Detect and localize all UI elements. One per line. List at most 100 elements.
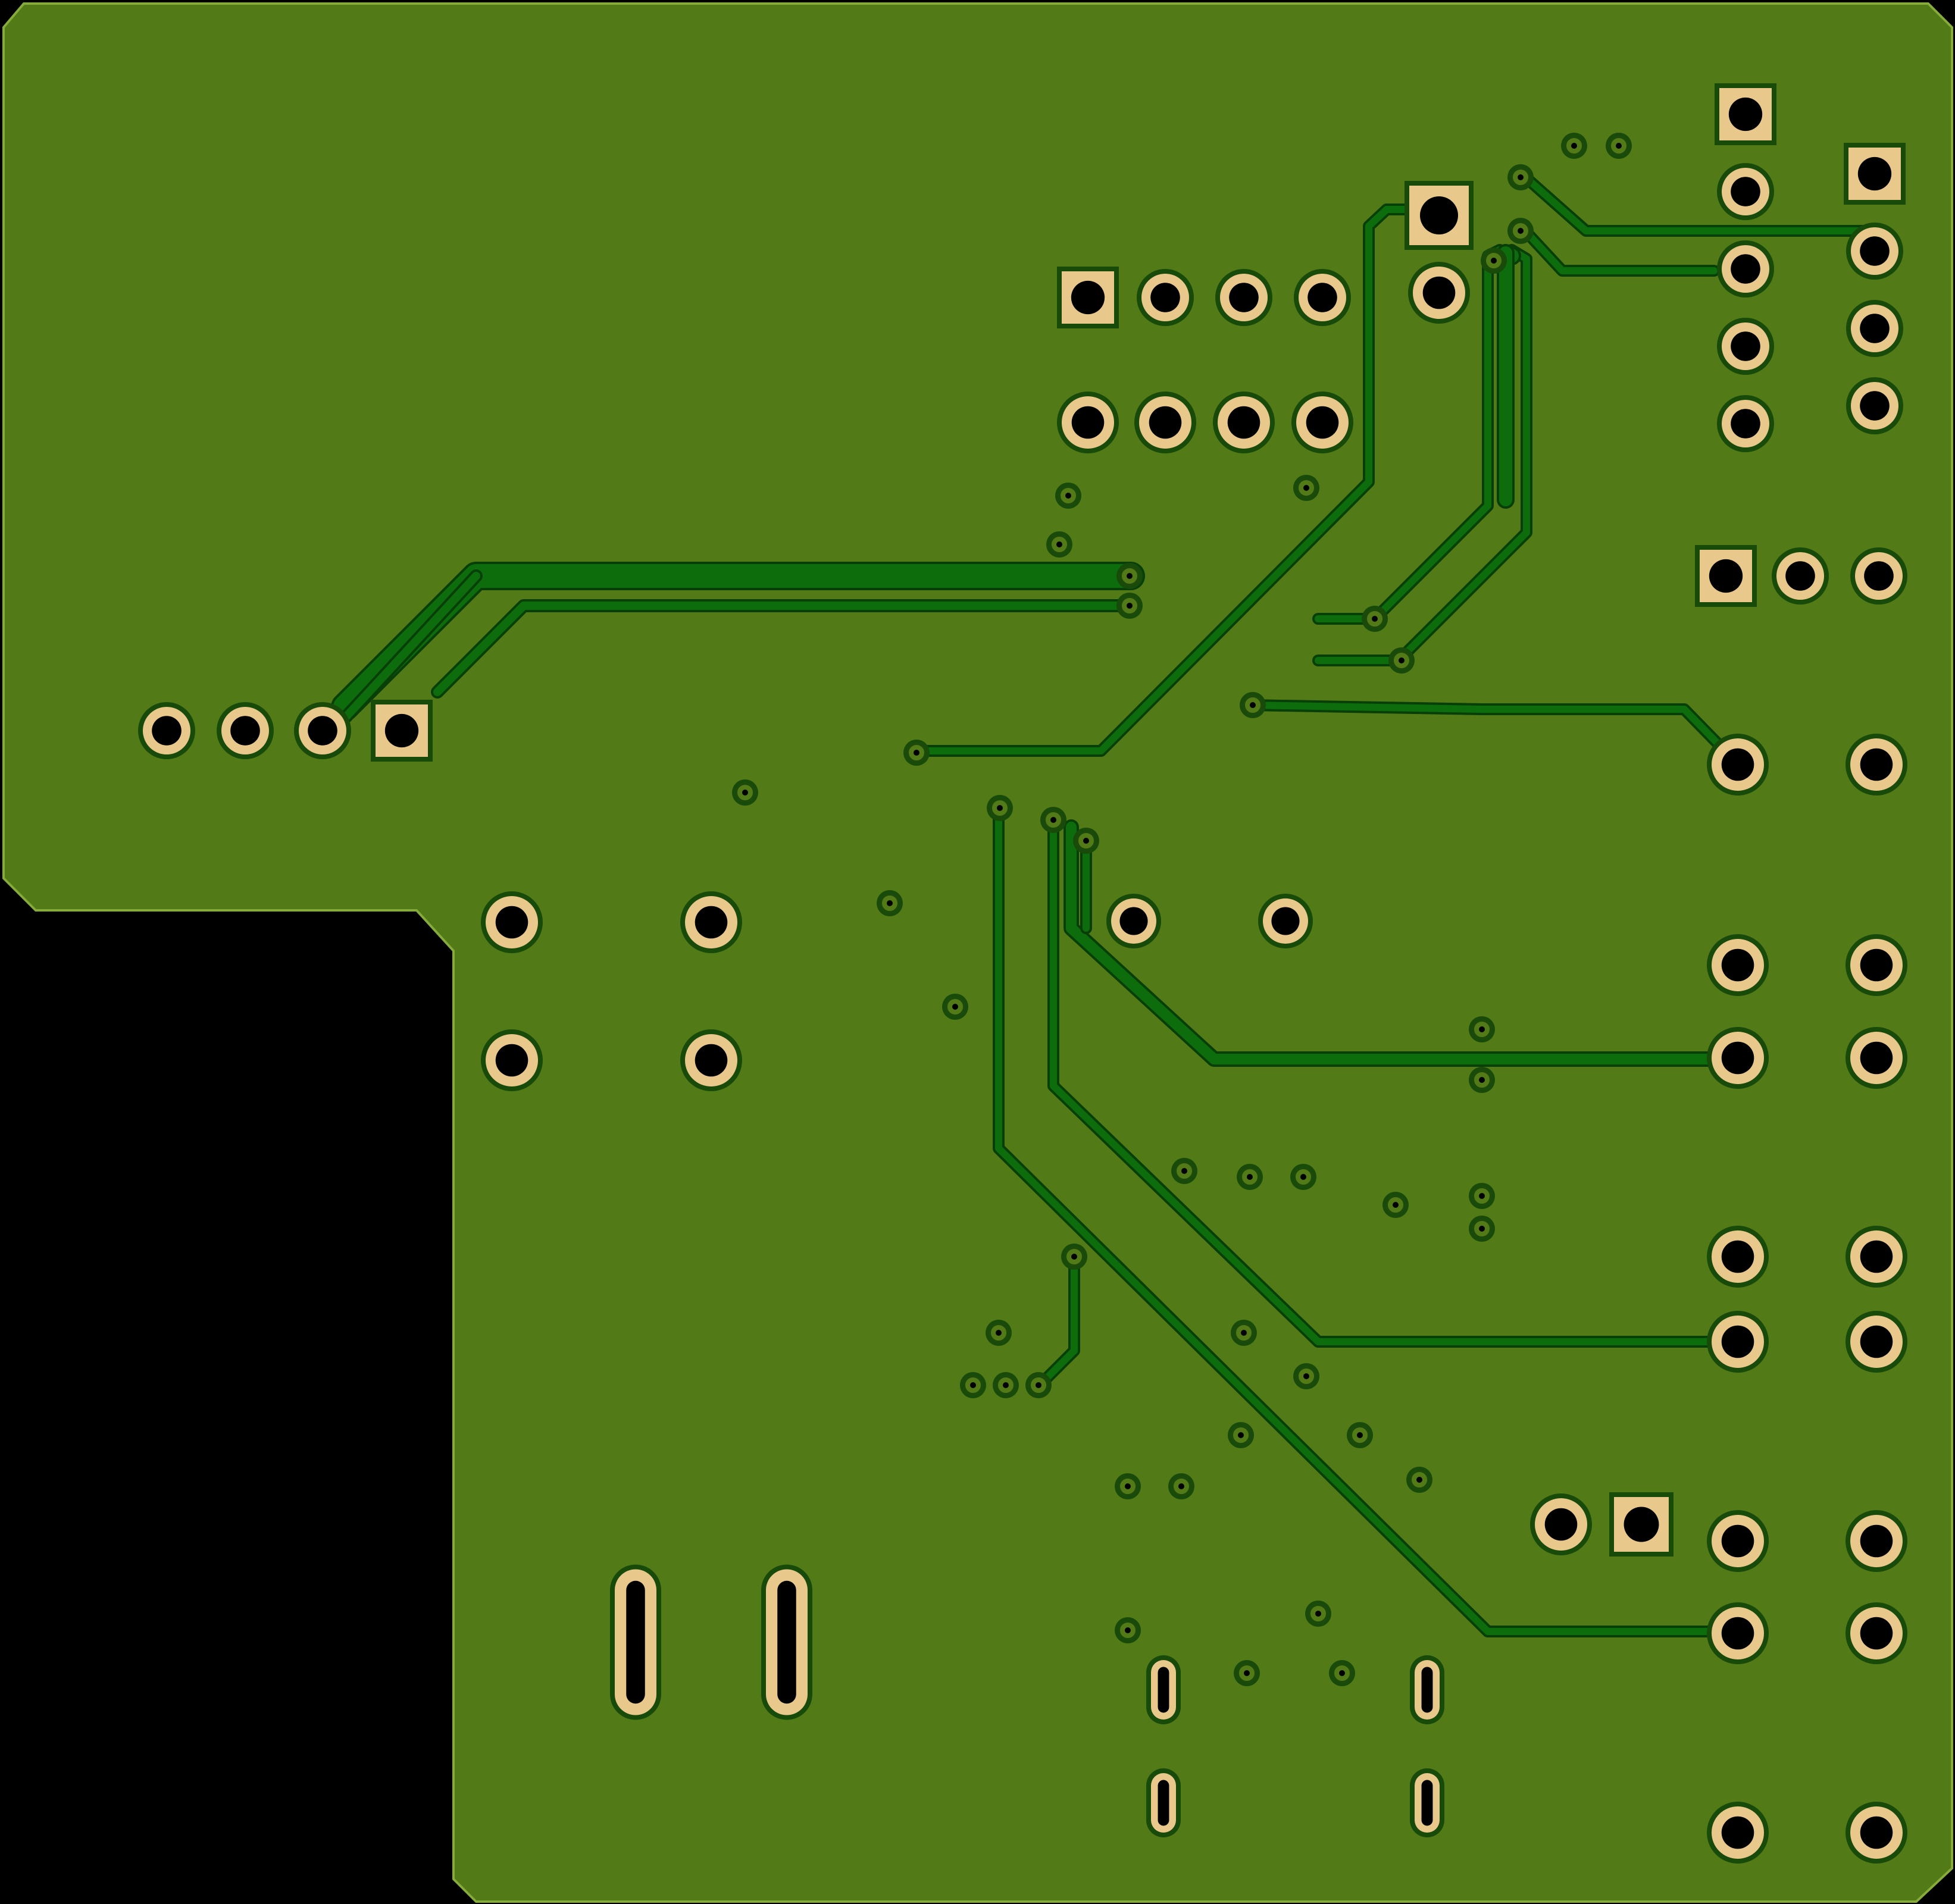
via-drill xyxy=(1479,1193,1485,1199)
via-drill xyxy=(996,1330,1002,1336)
pad-header-bottom-pin1-drill xyxy=(1624,1507,1659,1542)
trace-mid-diagonal xyxy=(1050,815,1740,1345)
via-drill xyxy=(1518,174,1524,180)
trace-lower-feed xyxy=(1035,1249,1078,1390)
pad-power-jack-slot-drill xyxy=(626,1580,645,1704)
pad-header-1x3-drill xyxy=(1785,561,1815,591)
trace-right-row1 xyxy=(1520,172,1872,234)
via-drill xyxy=(1250,702,1256,708)
pad-header-top-drill xyxy=(1229,283,1259,312)
pad-usb-slot-drill xyxy=(1421,1667,1433,1713)
pad-terminal-left-drill xyxy=(1721,1524,1754,1558)
via-drill xyxy=(1571,143,1577,149)
via-drill xyxy=(1399,657,1405,663)
via-drill xyxy=(997,805,1003,811)
pad-terminal-right-drill xyxy=(1860,1617,1893,1650)
via-drill xyxy=(1050,817,1056,823)
pad-header-top-drill xyxy=(1149,406,1182,439)
via-drill xyxy=(1127,603,1133,609)
via-drill xyxy=(1125,1483,1131,1489)
via-drill xyxy=(1518,228,1524,234)
pad-header-left-pin1-drill xyxy=(384,713,419,748)
via-drill xyxy=(1178,1483,1184,1489)
via-drill xyxy=(970,1382,976,1388)
pad-terminal-left-drill xyxy=(1721,748,1754,781)
pad-header-top-drill xyxy=(1150,283,1180,312)
pad-header-1x3-drill xyxy=(1864,561,1894,591)
via-drill xyxy=(1616,143,1622,149)
via-drill xyxy=(1247,1174,1253,1180)
pad-header-right-a-drill xyxy=(1731,254,1760,284)
via-drill xyxy=(1303,485,1309,491)
trace-long-diagonal xyxy=(995,804,1740,1635)
pads-layer xyxy=(138,83,1907,1864)
pad-header-right-b-drill xyxy=(1860,236,1890,266)
pad-header-top-drill xyxy=(1071,406,1105,439)
trace-header-pin3 xyxy=(329,572,480,735)
pad-mid-drill xyxy=(495,1044,528,1077)
pad-header-top-pin1-drill xyxy=(1071,280,1105,315)
via-drill xyxy=(1416,1477,1422,1483)
pad-terminal-right-drill xyxy=(1860,1240,1893,1273)
pad-small-drill xyxy=(1271,907,1300,935)
trace-upper-diagonal xyxy=(1066,822,1742,1064)
pad-header-top-drill xyxy=(1307,283,1337,312)
pad-terminal-left-drill xyxy=(1721,1325,1754,1358)
via-drill xyxy=(1056,541,1062,547)
via-drill xyxy=(1491,258,1497,264)
pad-usb-slot-drill xyxy=(1158,1780,1169,1826)
via-drill xyxy=(1125,1627,1131,1633)
pad-terminal-left-drill xyxy=(1721,1041,1754,1075)
via-drill xyxy=(1244,1670,1250,1676)
pad-terminal-right-drill xyxy=(1860,748,1893,781)
pad-mid-drill xyxy=(695,1044,728,1077)
via-drill xyxy=(1065,493,1071,499)
via-drill xyxy=(1300,1174,1306,1180)
via-drill xyxy=(1393,1202,1399,1208)
pad-header-right-b-drill xyxy=(1860,391,1890,421)
pad-header-left-drill xyxy=(230,716,260,746)
pad-terminal-right-drill xyxy=(1860,1325,1893,1358)
pad-header-right-a-drill xyxy=(1731,409,1760,439)
via-drill xyxy=(1479,1226,1485,1232)
trace-usb-top xyxy=(916,206,1426,754)
via-drill xyxy=(1241,1330,1247,1336)
pad-usb-slot-drill xyxy=(1421,1780,1433,1826)
pad-header-left-drill xyxy=(152,716,182,746)
pad-terminal-left-drill xyxy=(1721,1617,1754,1650)
pad-header-top-drill xyxy=(1227,406,1260,439)
via-drill xyxy=(1238,1432,1244,1438)
trace-right-row3 xyxy=(1520,226,1718,274)
via-drill xyxy=(1003,1382,1009,1388)
pad-power-jack-slot-drill xyxy=(777,1580,796,1704)
via-drill xyxy=(1372,616,1378,622)
pad-usb-slot-drill xyxy=(1158,1667,1169,1713)
pad-small-drill xyxy=(1119,907,1148,935)
via-drill xyxy=(1479,1077,1485,1083)
via-drill xyxy=(1479,1026,1485,1032)
via-drill xyxy=(1303,1373,1309,1379)
via-drill xyxy=(1071,1254,1077,1260)
via-drill xyxy=(914,750,919,756)
via-drill xyxy=(742,790,748,796)
pad-terminal-left-drill xyxy=(1721,948,1754,982)
pad-terminal-left-drill xyxy=(1721,1240,1754,1273)
traces-layer xyxy=(327,170,1875,1637)
pad-mid-drill xyxy=(495,906,528,939)
via-drill xyxy=(1339,1670,1345,1676)
via-drill xyxy=(1315,1611,1321,1617)
pad-header-right-a-drill xyxy=(1731,331,1760,361)
pad-header-left-drill xyxy=(308,716,337,746)
via-drill xyxy=(1036,1382,1041,1388)
trace-mid-right xyxy=(1246,702,1740,766)
pad-header-right-a-drill xyxy=(1731,177,1760,206)
pad-terminal-left-drill xyxy=(1721,1816,1754,1849)
via-drill xyxy=(1127,573,1133,579)
via-drill xyxy=(1083,838,1089,844)
pad-header-right-b-drill xyxy=(1860,314,1890,343)
via-drill xyxy=(1357,1432,1363,1438)
pad-header-bottom-drill xyxy=(1544,1508,1578,1541)
